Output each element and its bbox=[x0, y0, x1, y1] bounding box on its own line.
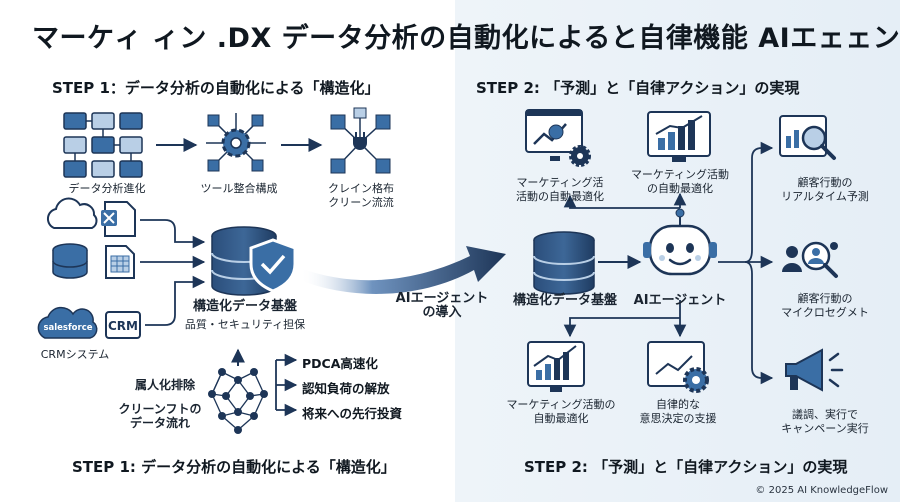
benefit-item: 将来への先行投資 bbox=[302, 406, 403, 421]
agent-right-connectors bbox=[718, 141, 774, 385]
analytics-monitor-icon bbox=[525, 109, 591, 167]
bottom1-label: マーケティング活動の 自動最適化 bbox=[506, 398, 616, 425]
step1-heading-bottom: STEP 1: データ分析の自動化による「構造化」 bbox=[72, 458, 396, 476]
neural-network-icon bbox=[208, 348, 268, 434]
transition-arrow bbox=[300, 246, 506, 294]
ai-robot-icon bbox=[643, 208, 717, 276]
top2-label: マーケティング活動 の自動最適化 bbox=[630, 168, 730, 195]
decision-gear-monitor-icon bbox=[647, 341, 709, 393]
benefits-bracket bbox=[275, 353, 298, 417]
user-search-icon bbox=[782, 241, 838, 278]
salesforce-logo: salesforce bbox=[37, 306, 98, 339]
crm-box: CRM bbox=[105, 311, 141, 339]
crm-text: CRM bbox=[108, 319, 138, 333]
top1-label: マーケティング活 活動の自動最適化 bbox=[516, 176, 604, 203]
right2-label: 顧客行動の マイクロセグメト bbox=[781, 292, 869, 319]
network-label-clean-flow: クリーンフトの データ流れ bbox=[118, 402, 202, 430]
step2-platform-title: 構造化データ基盤 bbox=[512, 293, 617, 308]
benefit-item: 認知負荷の解放 bbox=[302, 381, 390, 396]
right1-label: 顧客行動の リアルタイム予測 bbox=[781, 176, 869, 203]
step1-heading-top: STEP 1：データ分析の自動化による「構造化」 bbox=[52, 79, 380, 97]
transition-label: AIエージェント の導入 bbox=[395, 291, 489, 320]
growth-chart-monitor-icon bbox=[527, 341, 585, 392]
workflow-blocks-icon bbox=[63, 112, 143, 178]
cloud-icon bbox=[46, 197, 98, 229]
salesforce-text: salesforce bbox=[43, 323, 92, 333]
step2-heading-bottom: STEP 2: 「予測」と「自律アクション」の実現 bbox=[524, 458, 848, 476]
database-icon bbox=[52, 243, 88, 279]
bar-chart-monitor-icon bbox=[647, 111, 711, 162]
megaphone-icon bbox=[785, 348, 844, 392]
network-gear-icon bbox=[206, 113, 266, 172]
magnifier-chart-icon bbox=[779, 115, 836, 160]
agent-vertical-connectors bbox=[563, 192, 687, 338]
step2-heading-top: STEP 2: 「予測」と「自律アクション」の実現 bbox=[476, 79, 800, 97]
icon-label-tool-integration: ツール整合構成 bbox=[200, 182, 278, 195]
connected-cubes-icon bbox=[330, 107, 391, 174]
agent-title: AIエージェント bbox=[633, 293, 727, 308]
excel-file-icon bbox=[101, 201, 136, 237]
spreadsheet-icon bbox=[105, 245, 135, 279]
network-label-depersonalize: 属人化排除 bbox=[134, 378, 195, 392]
main-title: マーケィ ィン .DX データ分析の自動化によると自律機能 AIエェェント bbox=[32, 23, 900, 54]
right3-label: 議調、実行で キャンペーン実行 bbox=[781, 408, 869, 435]
icon-label-data-evolution: データ分析進化 bbox=[68, 182, 146, 195]
footer-copyright: © 2025 AI KnowledgeFlow bbox=[755, 485, 888, 496]
source-connectors bbox=[140, 219, 206, 326]
bottom2-label: 自律的な 意思決定の支援 bbox=[639, 398, 717, 425]
benefit-item: PDCA高速化 bbox=[302, 356, 378, 371]
platform-subtitle: 品質・セキュリティ担保 bbox=[184, 318, 306, 331]
platform-title: 構造化データ基盤 bbox=[192, 299, 297, 314]
icon-label-clean-flow: クレイン格布 クリーン流流 bbox=[328, 182, 394, 209]
security-shield-icon bbox=[249, 238, 297, 293]
step2-database-icon bbox=[533, 231, 595, 295]
crm-system-label: CRMシステム bbox=[40, 348, 110, 361]
